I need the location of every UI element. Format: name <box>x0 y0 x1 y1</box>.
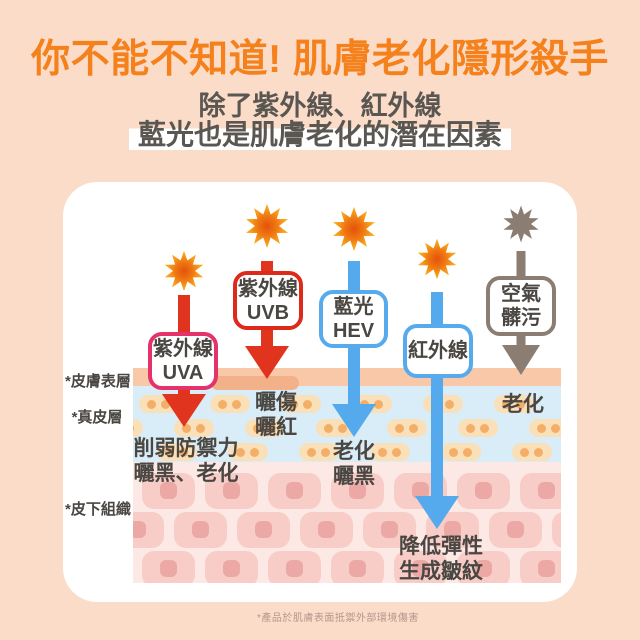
dermis-fiber <box>228 443 268 461</box>
air-pollution-label-line: 髒污 <box>501 307 541 329</box>
fat-cell <box>237 512 290 548</box>
fat-cell <box>489 512 542 548</box>
fat-cell <box>142 551 195 583</box>
fat-cell <box>133 512 164 548</box>
fat-cell <box>331 473 384 509</box>
air-pollution-effect-text: 老化 <box>502 393 544 416</box>
layer-label-subcutis: *皮下組織 <box>65 501 131 518</box>
fat-cell <box>174 512 227 548</box>
layer-label-epidermis: *皮膚表層 <box>65 373 131 390</box>
subtitle-line-2: 藍光也是肌膚老化的潛在因素 <box>0 113 640 153</box>
uvb-effect-text: 曬傷 曬紅 <box>255 391 297 439</box>
fat-cell <box>520 473 561 509</box>
infrared-label-box: 紅外線 <box>403 324 473 378</box>
dermis-fiber <box>157 443 197 461</box>
fat-cell <box>142 473 195 509</box>
fat-cell <box>457 473 510 509</box>
dermis-fiber <box>441 443 481 461</box>
footnote: *產品於肌膚表面抵禦外部環境傷害 <box>257 613 419 624</box>
uvb-label-line: UVB <box>246 301 290 324</box>
fat-cell <box>363 512 416 548</box>
uvb-label-line: 紫外線 <box>238 277 298 300</box>
fat-cell <box>300 512 353 548</box>
hev-effect-text: 老化 曬黑 <box>333 440 375 488</box>
fat-cell <box>552 512 561 548</box>
air-pollution-label-line: 空氣 <box>501 283 541 305</box>
skin-diagram-card: *皮膚表層 *真皮層 *皮下組織 紫外線 UVA 削弱防禦力 曬黑、老化 紫外線… <box>63 182 577 602</box>
dermis-fiber <box>133 419 143 437</box>
uva-label-box: 紫外線 UVA <box>148 332 218 390</box>
dermis-fiber <box>299 443 339 461</box>
highlighted-text: 藍光也是肌膚老化的潛在因素 <box>128 119 511 150</box>
sun-icon <box>417 238 457 280</box>
fat-cell <box>205 473 258 509</box>
dermis-fiber <box>210 395 250 413</box>
infrared-label-line: 紅外線 <box>408 340 468 362</box>
uva-label-line: UVA <box>162 362 204 384</box>
dermis-fiber <box>512 443 552 461</box>
fat-cell <box>394 551 447 583</box>
sun-icon <box>245 203 289 249</box>
dermis-fiber <box>458 419 498 437</box>
hev-label-line: 藍光 <box>333 296 374 318</box>
surface-blob <box>211 376 299 390</box>
pollution-burst-icon <box>503 205 539 243</box>
fat-cell <box>268 473 321 509</box>
layer-label-dermis: *真皮層 <box>71 409 123 426</box>
uva-effect-text: 削弱防禦力 曬黑、老化 <box>133 437 239 485</box>
dermis-fiber <box>281 395 321 413</box>
sun-icon <box>164 250 204 292</box>
air-pollution-label-box: 空氣 髒污 <box>486 276 556 336</box>
fat-cell <box>331 551 384 583</box>
fat-cell <box>205 551 258 583</box>
dermis-fiber <box>387 419 427 437</box>
hev-label-line: HEV <box>332 320 375 342</box>
dermis-fiber <box>245 419 285 437</box>
dermis-fiber <box>494 395 534 413</box>
infrared-effect-text: 降低彈性 生成皺紋 <box>399 535 483 583</box>
sun-icon <box>332 206 376 252</box>
fat-cell <box>457 551 510 583</box>
uvb-label-box: 紫外線 UVB <box>233 271 303 330</box>
subtitle-line-1: 除了紫外線、紅外線 <box>198 91 442 121</box>
dermis-fiber <box>370 443 410 461</box>
dermis-fiber <box>529 419 561 437</box>
fat-cell <box>268 551 321 583</box>
hev-label-box: 藍光 HEV <box>319 290 388 348</box>
fat-cell <box>520 551 561 583</box>
uva-label-line: 紫外線 <box>153 338 213 360</box>
page-title: 你不能不知道! 肌膚老化隱形殺手 <box>31 38 609 81</box>
